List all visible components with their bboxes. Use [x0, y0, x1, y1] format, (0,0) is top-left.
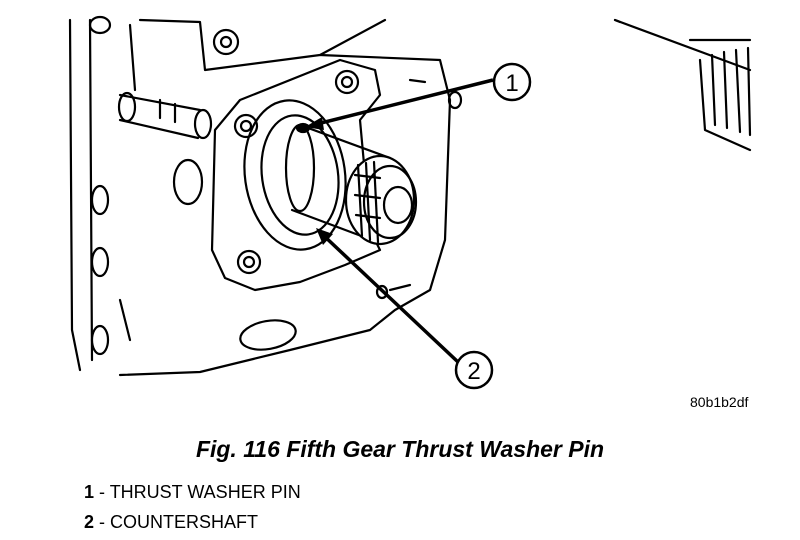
callout-2-number: 2 [467, 358, 480, 385]
figure-caption: Fig. 116 Fifth Gear Thrust Washer Pin [195, 436, 605, 462]
case-bolt-holes [88, 15, 463, 356]
thrust-washer-pin [295, 122, 311, 134]
legend-item: 2 - COUNTERSHAFT [84, 512, 258, 533]
legend-item-text: COUNTERSHAFT [110, 512, 259, 532]
legend-item: 1 - THRUST WASHER PIN [84, 482, 301, 503]
callout-1-number: 1 [505, 70, 518, 97]
image-id-label: 80b1b2df [690, 394, 749, 410]
legend-item-number: 1 [84, 482, 95, 502]
legend-item-text: THRUST WASHER PIN [109, 482, 301, 502]
legend-item-separator: - [94, 482, 110, 502]
callout-1: 1 [305, 62, 532, 130]
legend-item-number: 2 [84, 512, 95, 532]
countershaft [284, 123, 418, 246]
output-shaft-splines [613, 18, 752, 152]
shift-rail-stubs [117, 91, 213, 140]
fifth-gear-thrust-washer-pin-illustration: 1 2 [68, 15, 752, 390]
bearing-race [243, 99, 347, 251]
callout-2: 2 [316, 228, 494, 390]
bearing-retainer-plate [210, 28, 382, 292]
transmission-case-outline [68, 18, 452, 377]
legend-item-separator: - [94, 512, 111, 532]
